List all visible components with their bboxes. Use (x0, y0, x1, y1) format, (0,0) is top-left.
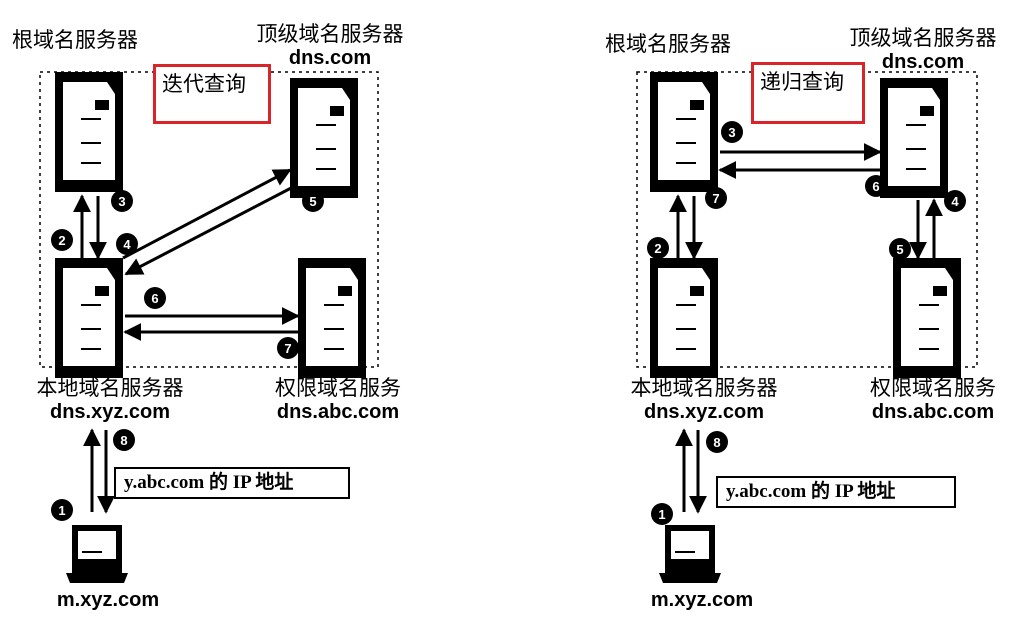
right-client-computer-icon (659, 525, 721, 583)
right-step-4: 4 (951, 194, 959, 209)
left-tld-server-icon (290, 78, 358, 198)
right-local-label: 本地域名服务器 (630, 376, 778, 400)
left-arrow-5 (124, 184, 296, 276)
right-step-5: 5 (896, 242, 903, 257)
left-step-7: 7 (284, 341, 291, 356)
left-client-computer-icon (66, 525, 128, 583)
right-tld-label: 顶级域名服务器 (849, 26, 997, 50)
left-tld-label: 顶级域名服务器 (256, 22, 404, 46)
right-local-host: dns.xyz.com (643, 401, 765, 423)
right-step-8: 8 (713, 435, 720, 450)
right-root-label: 根域名服务器 (605, 32, 731, 56)
right-client-host: m.xyz.com (650, 589, 754, 611)
left-auth-server-icon (298, 258, 366, 378)
left-local-host: dns.xyz.com (49, 401, 171, 423)
right-local-server-icon (650, 258, 718, 378)
right-step-3: 3 (728, 125, 735, 140)
left-step-2: 2 (58, 233, 65, 248)
right-tld-host: dns.com (881, 51, 965, 73)
left-step-3: 3 (118, 194, 125, 209)
right-tld-server-icon (880, 78, 948, 198)
right-auth-server-icon (893, 258, 961, 378)
right-step-7: 7 (712, 191, 719, 206)
left-local-label: 本地域名服务器 (36, 376, 184, 400)
left-step-1: 1 (58, 503, 65, 518)
left-local-server-icon (55, 258, 123, 378)
left-tld-host: dns.com (288, 47, 372, 69)
right-auth-host: dns.abc.com (871, 401, 995, 423)
right-recursive-diagram: 1 2 3 4 5 6 7 8 (636, 71, 978, 583)
left-iterative-diagram: 1 2 3 4 5 6 7 8 (39, 71, 379, 583)
left-step-4: 4 (123, 237, 131, 252)
left-auth-host: dns.abc.com (276, 401, 400, 423)
left-mode-label: 迭代查询 (153, 64, 271, 124)
left-root-label: 根域名服务器 (12, 28, 138, 52)
left-auth-label: 权限域名服务 (275, 376, 401, 400)
left-step-6: 6 (151, 291, 158, 306)
right-step-1: 1 (658, 507, 665, 522)
right-step-markers: 1 2 3 4 5 6 7 8 (647, 121, 966, 525)
right-mode-label: 递归查询 (751, 62, 865, 124)
left-root-server-icon (55, 72, 123, 192)
right-step-6: 6 (872, 179, 879, 194)
left-step-8: 8 (120, 433, 127, 448)
left-step-5: 5 (309, 194, 316, 209)
right-ip-address-box: y.abc.com 的 IP 地址 (716, 476, 956, 508)
right-step-2: 2 (654, 241, 661, 256)
left-arrow-4 (122, 168, 292, 260)
left-ip-address-box: y.abc.com 的 IP 地址 (114, 467, 350, 499)
right-root-server-icon (650, 72, 718, 192)
right-auth-label: 权限域名服务 (870, 376, 996, 400)
left-step-markers: 1 2 3 4 5 6 7 8 (51, 190, 324, 521)
left-client-host: m.xyz.com (56, 589, 160, 611)
